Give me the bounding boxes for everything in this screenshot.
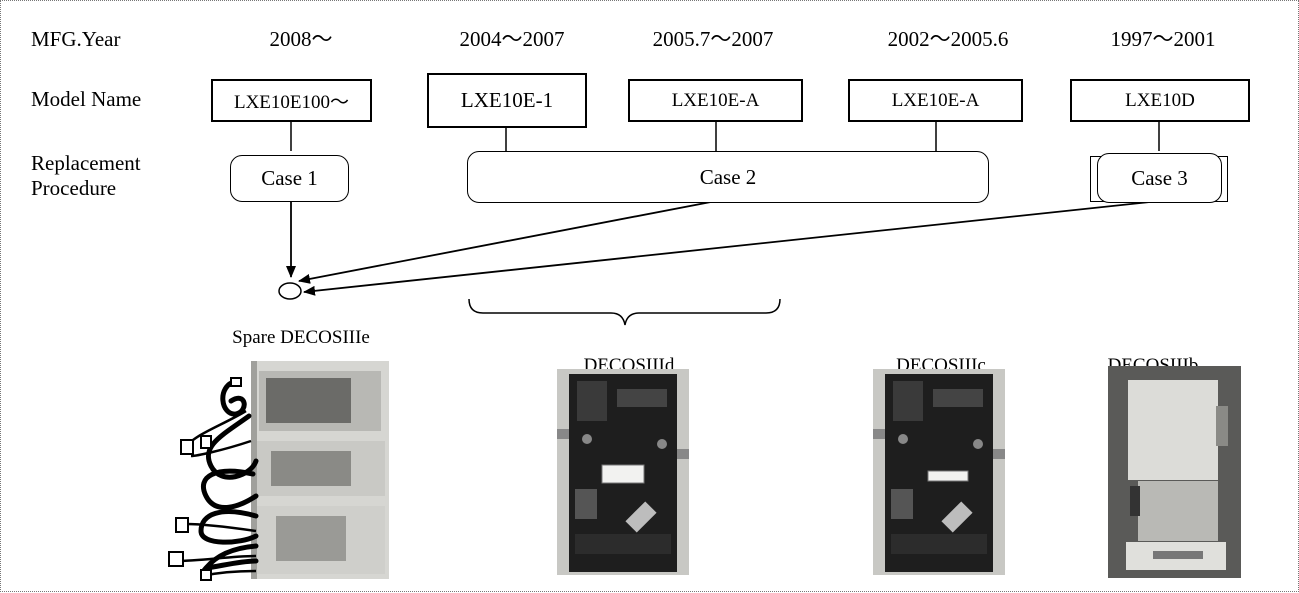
year-3: 2005.7〜2007 bbox=[652, 27, 774, 51]
year-4: 2002〜2005.6 bbox=[887, 27, 1009, 51]
model-box-2: LXE10E-1 bbox=[427, 73, 587, 128]
decosiiib-board-photo bbox=[1108, 366, 1241, 578]
arrow-case-3 bbox=[303, 200, 1160, 296]
model-box-5: LXE10D bbox=[1070, 79, 1250, 122]
caption-spare-decosiiie: Spare DECOSIIIe bbox=[232, 327, 370, 348]
decosiiic-board-photo bbox=[873, 369, 1005, 575]
replacement-procedure-label: Replacement Procedure bbox=[31, 151, 141, 201]
arrow-case-2 bbox=[298, 200, 717, 284]
decosiiid-board-photo bbox=[557, 369, 689, 575]
case-2-box: Case 2 bbox=[467, 151, 989, 203]
model-box-1: LXE10E100〜 bbox=[211, 79, 372, 122]
model-box-4: LXE10E-A bbox=[848, 79, 1023, 122]
year-1: 2008〜 bbox=[269, 27, 333, 51]
year-5: 1997〜2001 bbox=[1110, 27, 1216, 51]
year-2: 2004〜2007 bbox=[459, 27, 565, 51]
decosiiid-brace bbox=[468, 298, 781, 326]
case-1-box: Case 1 bbox=[230, 155, 349, 202]
target-node bbox=[278, 282, 302, 300]
spare-decosiiie-board-photo bbox=[168, 361, 389, 581]
mfg-year-label: MFG.Year bbox=[31, 27, 121, 51]
model-box-3: LXE10E-A bbox=[628, 79, 803, 122]
case-3-box: Case 3 bbox=[1097, 153, 1222, 203]
replacement-label-line-1: Replacement bbox=[31, 151, 141, 175]
model-name-label: Model Name bbox=[31, 87, 142, 111]
replacement-label-line-2: Procedure bbox=[31, 176, 117, 200]
